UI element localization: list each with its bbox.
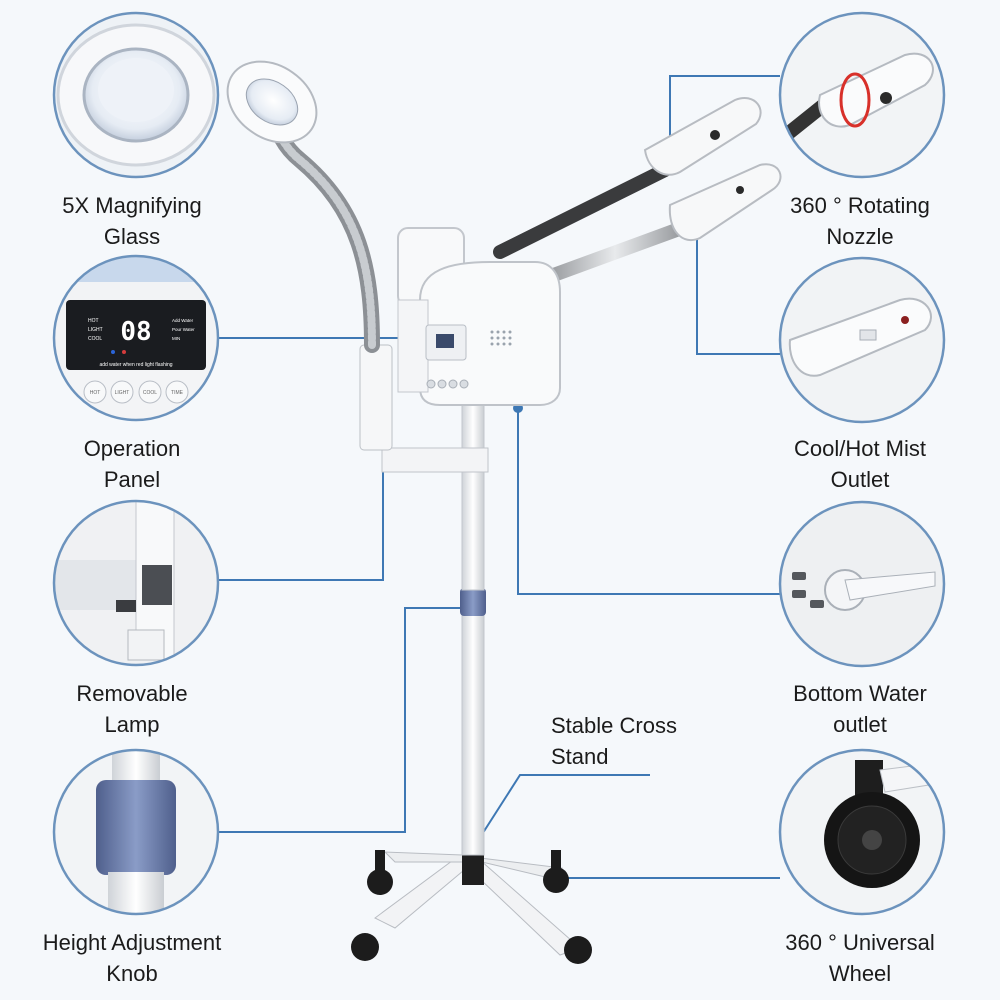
- panel-button-time: TIME: [171, 390, 184, 396]
- panel-right-label-add: Add Water: [172, 318, 194, 323]
- label-line: Glass: [103, 224, 161, 249]
- nozzle-lower: [668, 163, 782, 241]
- panel-button-cool: COOL: [143, 390, 157, 396]
- panel-buttons: HOT LIGHT COOL TIME: [83, 380, 189, 404]
- upper-pole: [461, 404, 485, 591]
- label-operation-panel: Operation Panel: [12, 433, 252, 495]
- panel-notice: add water when red light flashing: [99, 362, 172, 368]
- label-line: Stand: [551, 744, 609, 769]
- panel-right-label-min: MIN: [172, 336, 180, 341]
- label-rotating-nozzle: 360 ° Rotating Nozzle: [740, 190, 980, 252]
- label-universal-wheel: 360 ° Universal Wheel: [740, 927, 980, 989]
- detail-circle-water-outlet: [778, 500, 946, 668]
- line-stand: [471, 774, 650, 851]
- label-line: Outlet: [830, 467, 890, 492]
- label-line: Wheel: [828, 961, 892, 986]
- panel-left-label-light: LIGHT: [88, 327, 103, 333]
- label-line: Stable Cross: [551, 713, 677, 738]
- detail-circle-removable-lamp: [52, 499, 220, 667]
- panel-left-label-cool: COOL: [88, 336, 102, 342]
- panel-right-label-pour: Pour Water: [172, 327, 195, 332]
- callout-lines: [218, 75, 780, 879]
- panel-button-hot: HOT: [90, 390, 101, 396]
- steamer-body: [419, 261, 561, 406]
- label-line: Nozzle: [826, 224, 894, 249]
- detail-circle-mist-outlet: [778, 256, 946, 424]
- label-line: Height Adjustment: [42, 930, 222, 955]
- label-removable-lamp: Removable Lamp: [12, 678, 252, 740]
- label-line: Bottom Water: [793, 681, 927, 706]
- label-height-knob: Height Adjustment Knob: [12, 927, 252, 989]
- label-line: 5X Magnifying: [62, 193, 202, 218]
- panel-button-light: LIGHT: [115, 390, 130, 396]
- label-water-outlet: Bottom Water outlet: [740, 678, 980, 740]
- label-line: Lamp: [104, 712, 160, 737]
- detail-circle-magnifying-glass: [52, 11, 220, 179]
- nozzle-upper: [643, 97, 762, 176]
- label-line: 360 ° Rotating: [790, 193, 930, 218]
- height-knob: [460, 588, 486, 616]
- label-cross-stand: Stable Cross Stand: [551, 710, 751, 772]
- cross-stand: [351, 845, 592, 964]
- line-mist: [696, 228, 780, 355]
- operation-panel-face: 08 HOT LIGHT COOL Add Water Pour Water M…: [83, 317, 195, 404]
- line-water: [517, 408, 780, 595]
- label-line: Panel: [103, 467, 161, 492]
- label-line: 360 ° Universal: [785, 930, 935, 955]
- detail-circle-rotating-nozzle: [778, 11, 946, 179]
- label-line: outlet: [833, 712, 887, 737]
- label-line: Removable: [76, 681, 188, 706]
- detail-circle-height-knob: [52, 748, 220, 916]
- line-lamp: [218, 445, 384, 581]
- lower-pole: [461, 614, 485, 856]
- line-knob: [218, 607, 466, 833]
- panel-left-label-hot: HOT: [88, 318, 99, 324]
- steamer-product: [226, 60, 782, 964]
- line-nozzle: [669, 75, 780, 150]
- label-line: Cool/Hot Mist: [793, 436, 927, 461]
- label-line: Knob: [106, 961, 158, 986]
- detail-circle-universal-wheel: [778, 748, 946, 916]
- label-magnifying-glass: 5X Magnifying Glass: [12, 190, 252, 252]
- label-line: Operation: [83, 436, 181, 461]
- panel-display: 08: [120, 317, 151, 347]
- label-mist-outlet: Cool/Hot Mist Outlet: [740, 433, 980, 495]
- wheel: [351, 850, 592, 964]
